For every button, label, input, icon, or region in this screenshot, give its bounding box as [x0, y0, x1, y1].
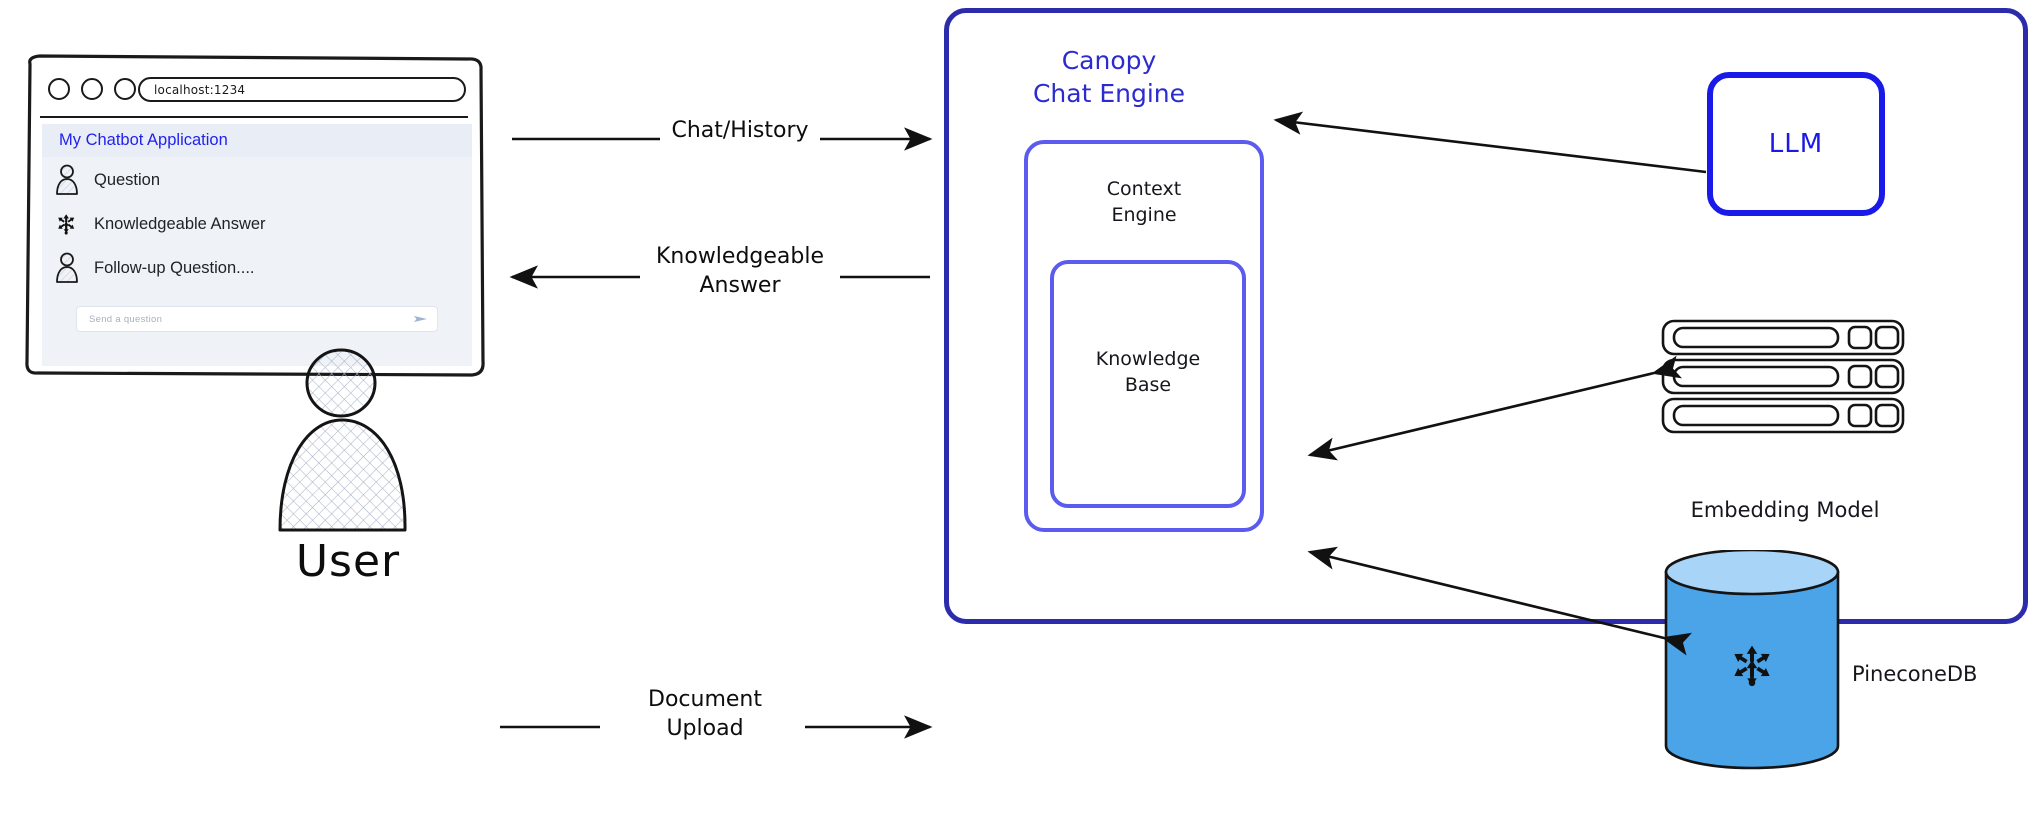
- window-controls[interactable]: [48, 78, 136, 100]
- browser-mockup: localhost:1234 My Chatbot Application: [16, 52, 492, 382]
- server-stack-icon: [1661, 319, 1905, 434]
- canopy-title: Canopy Chat Engine: [944, 44, 1274, 110]
- person-hatched-icon: [278, 348, 407, 532]
- llm-box: LLM: [1707, 72, 1885, 216]
- pinecone-logo-icon: [58, 214, 75, 235]
- chat-app-viewport: My Chatbot Application Question: [42, 124, 472, 366]
- user-avatar-icon: [56, 252, 78, 283]
- chat-message-text: Knowledgeable Answer: [94, 214, 266, 233]
- canopy-title-line1: Canopy: [1061, 46, 1157, 75]
- context-engine-line1: Context: [1106, 178, 1182, 200]
- knowledge-base-box: Knowledge Base: [1050, 260, 1246, 508]
- arrow-label-line1: Knowledgeable: [655, 244, 825, 269]
- chat-message-row-answer: Knowledgeable Answer: [54, 208, 266, 240]
- canopy-title-line2: Chat Engine: [1032, 79, 1186, 108]
- maximize-dot-icon[interactable]: [114, 78, 136, 100]
- arrow-label-line1: Document: [648, 687, 762, 712]
- context-engine-label: Context Engine: [1028, 176, 1260, 228]
- chrome-divider: [40, 116, 468, 118]
- arrow-label-text: Chat/History: [671, 118, 809, 143]
- user-label: User: [295, 536, 401, 587]
- pinecone-logo-icon: [1734, 645, 1770, 687]
- arrow-label-line2: Upload: [666, 715, 744, 741]
- knowledge-base-line2: Base: [1124, 374, 1172, 397]
- chat-message-text: Follow-up Question....: [94, 258, 255, 277]
- chat-message-row-question: Question: [54, 164, 160, 196]
- context-engine-line2: Engine: [1111, 204, 1177, 227]
- llm-label: LLM: [1768, 129, 1824, 159]
- chat-input-placeholder: Send a question: [89, 313, 163, 325]
- canopy-chat-engine-container: [944, 8, 2028, 624]
- knowledge-base-label: Knowledge Base: [1054, 346, 1242, 398]
- browser-chrome: localhost:1234 My Chatbot Application: [32, 68, 476, 368]
- database-cylinder-icon: [1664, 550, 1840, 770]
- send-arrow-icon[interactable]: [413, 313, 429, 325]
- chat-message-row-followup: Follow-up Question....: [54, 252, 255, 284]
- user-avatar-icon: [56, 164, 78, 195]
- page-title: My Chatbot Application: [59, 131, 228, 149]
- knowledge-base-line1: Knowledge: [1095, 348, 1201, 370]
- pinecone-label: PineconeDB: [1852, 662, 1978, 686]
- app-title-bar: My Chatbot Application: [42, 124, 472, 157]
- arrow-label-chat-history: Chat/History: [630, 117, 850, 146]
- chat-message-text: Question: [94, 170, 161, 189]
- browser-frame-outline: [25, 54, 485, 377]
- chat-input-field[interactable]: Send a question: [76, 306, 438, 332]
- arrow-label-document-upload: Document Upload: [605, 686, 805, 743]
- minimize-dot-icon[interactable]: [81, 78, 103, 100]
- embedding-model-label: Embedding Model: [1690, 498, 1880, 522]
- close-dot-icon[interactable]: [48, 78, 70, 100]
- url-text: localhost:1234: [154, 82, 246, 97]
- arrow-label-knowledgeable-answer: Knowledgeable Answer: [620, 243, 860, 300]
- arrow-label-line2: Answer: [699, 272, 781, 298]
- address-bar[interactable]: localhost:1234: [138, 77, 466, 102]
- context-engine-box: Context Engine Knowledge Base: [1024, 140, 1264, 532]
